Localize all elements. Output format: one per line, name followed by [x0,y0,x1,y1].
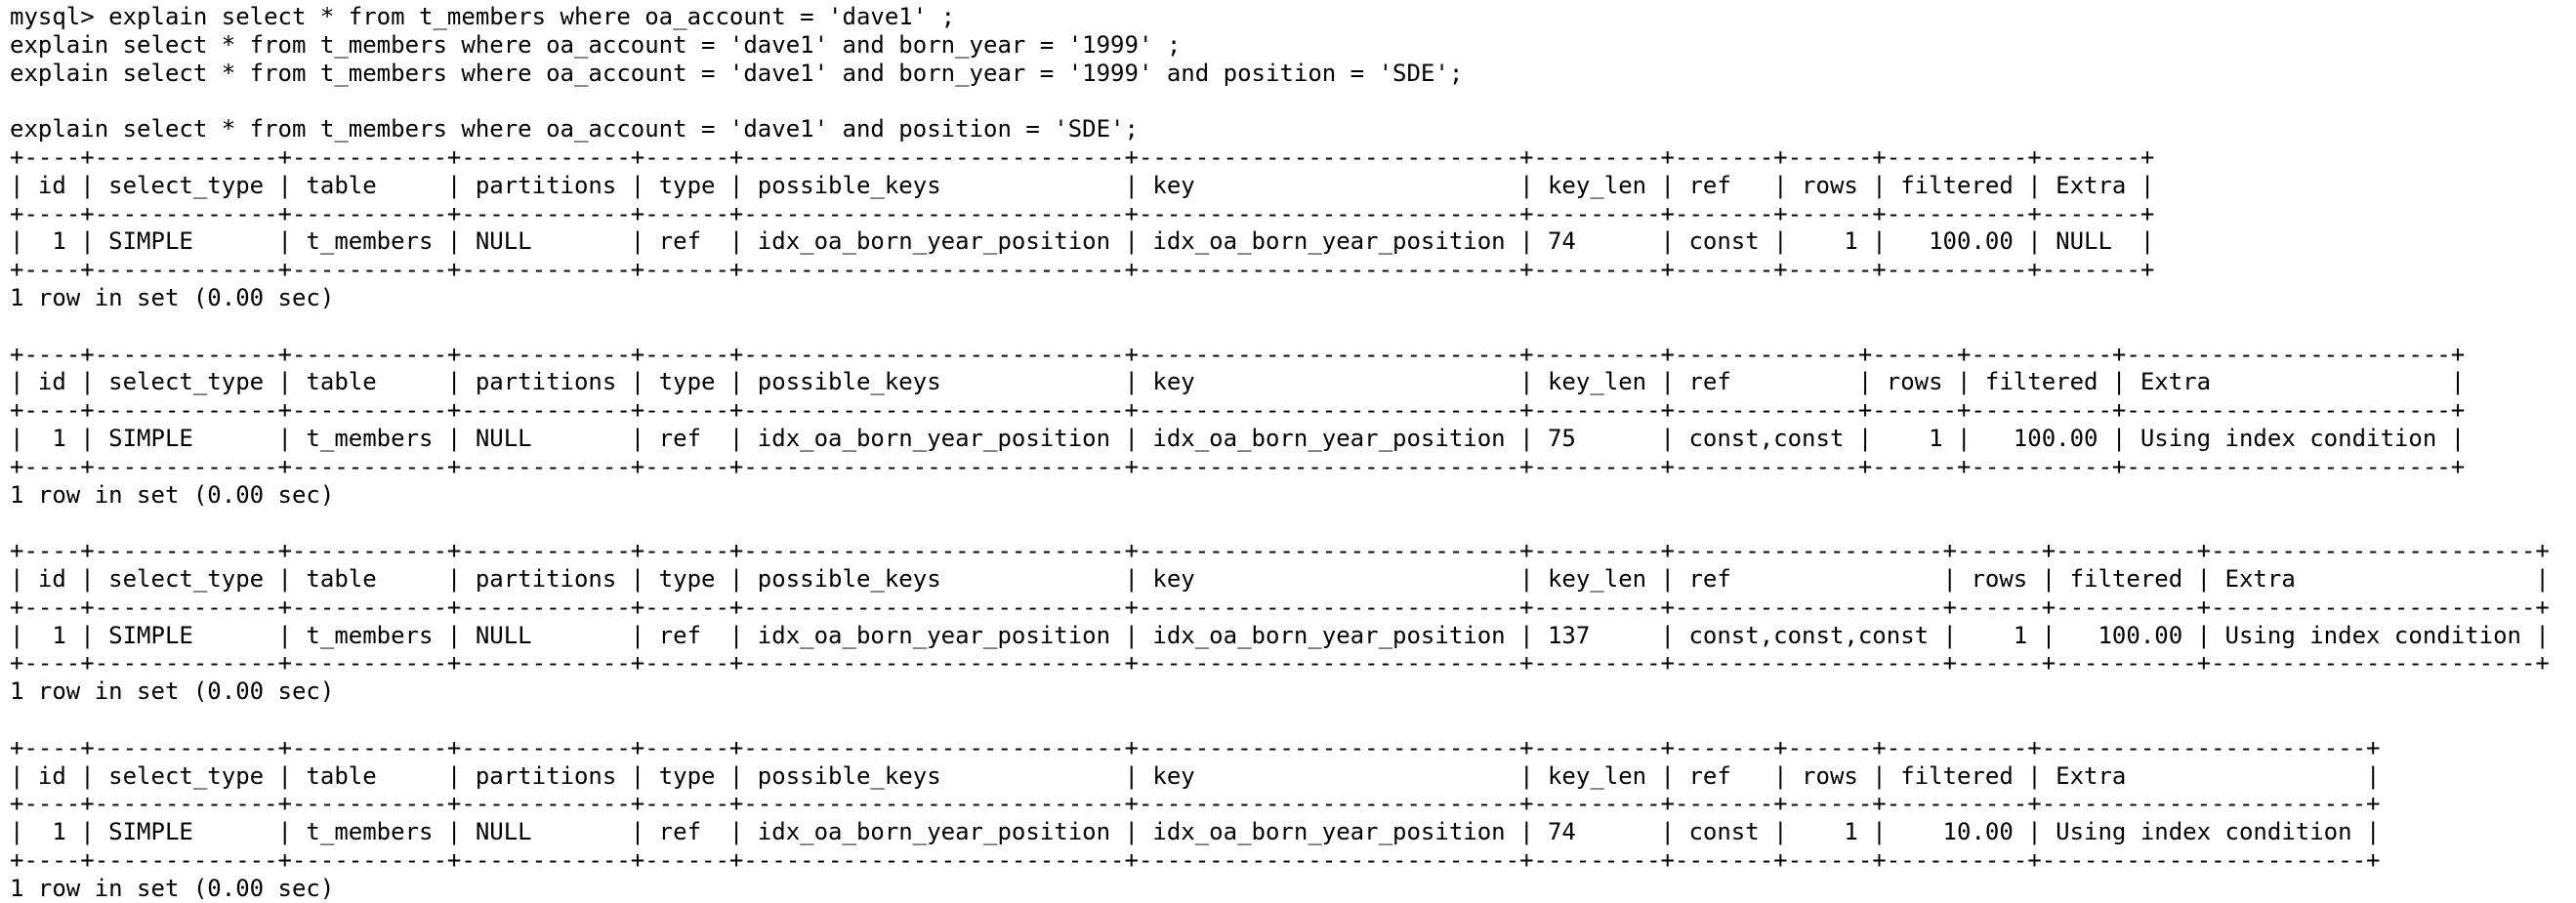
explain-table-1: +----+-------------+-----------+--------… [10,143,2155,284]
status-line-4: 1 row in set (0.00 sec) [10,874,335,902]
status-line-3: 1 row in set (0.00 sec) [10,677,335,706]
explain-table-3: +----+-------------+-----------+--------… [10,537,2550,677]
status-line-1: 1 row in set (0.00 sec) [10,283,335,311]
explain-table-4: +----+-------------+-----------+--------… [10,733,2381,874]
explain-result-3: +----+-------------+-----------+--------… [10,537,2576,706]
status-line-2: 1 row in set (0.00 sec) [10,480,335,509]
explain-result-1: +----+-------------+-----------+--------… [10,144,2576,312]
explain-result-4: +----+-------------+-----------+--------… [10,734,2576,903]
explain-table-2: +----+-------------+-----------+--------… [10,340,2466,480]
explain-result-2: +----+-------------+-----------+--------… [10,341,2576,510]
query-block: mysql> explain select * from t_members w… [10,3,1464,144]
